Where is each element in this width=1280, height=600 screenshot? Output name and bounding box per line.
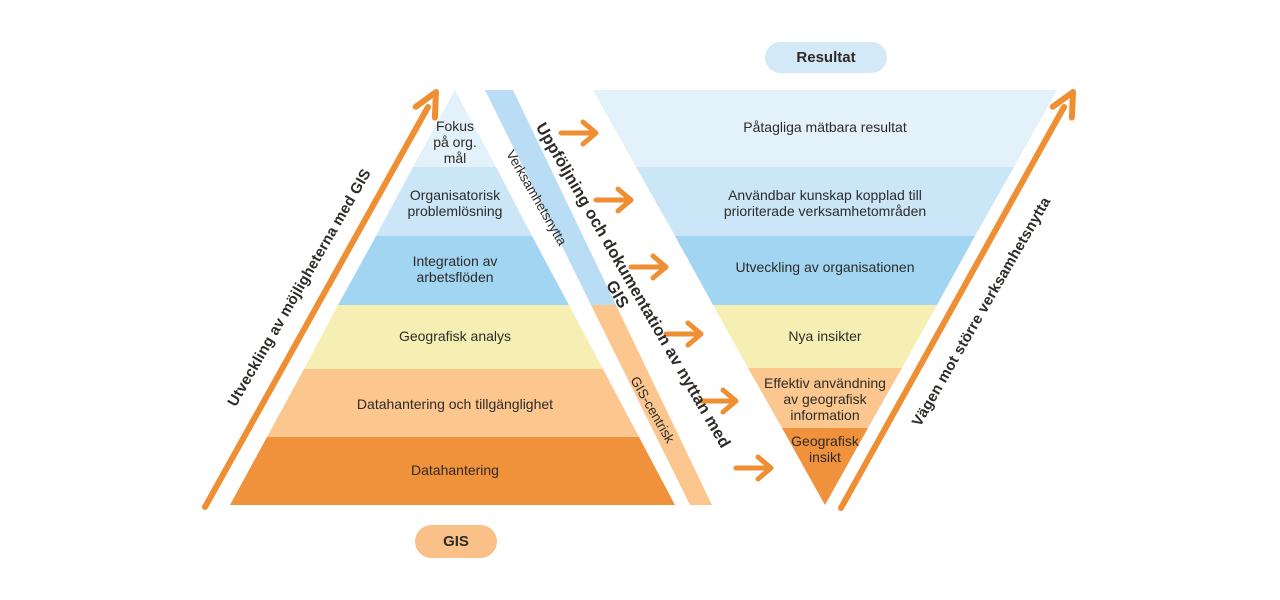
right-layer-label-3: Utveckling av organisationen bbox=[735, 259, 915, 276]
left-growth-arrowhead-icon bbox=[412, 89, 439, 121]
right-funnel-layer-2 bbox=[636, 167, 1014, 236]
gis-stripe-orange bbox=[591, 305, 712, 505]
left-pyramid-layer-2 bbox=[376, 167, 532, 236]
right-funnel-layer-1 bbox=[593, 90, 1057, 167]
left-pyramid-layer-1 bbox=[413, 90, 496, 167]
gis-stripe bbox=[485, 90, 712, 505]
flow-arrow-icon-2 bbox=[593, 186, 634, 214]
flow-arrow-icon-3 bbox=[628, 253, 669, 281]
left-pyramid bbox=[230, 90, 675, 505]
left-layer-label-6: Datahantering bbox=[411, 462, 499, 479]
right-layer-label-1: Påtagliga mätbara resultat bbox=[743, 119, 907, 136]
result-badge: Resultat bbox=[765, 42, 887, 73]
flow-arrow-icon-4 bbox=[663, 320, 704, 348]
left-layer-label-5: Datahantering och tillgänglighet bbox=[356, 396, 554, 413]
right-layer-label-2: Användbar kunskap kopplad till prioriter… bbox=[723, 187, 927, 219]
left-layer-label-4: Geografisk analys bbox=[398, 328, 512, 345]
left-layer-label-1: Fokus på org. mål bbox=[433, 118, 477, 166]
right-value-arrowhead-icon bbox=[1049, 89, 1076, 121]
left-pyramid-layer-5 bbox=[267, 369, 639, 437]
axis-arrows bbox=[202, 89, 1076, 511]
flow-arrows bbox=[558, 119, 774, 482]
right-layer-label-4: Nya insikter bbox=[788, 328, 862, 345]
gis-badge: GIS bbox=[415, 525, 497, 558]
right-layer-label-6: Geografisk insikt bbox=[791, 433, 859, 465]
right-funnel-layer-3 bbox=[675, 236, 975, 305]
left-pyramid-layer-6 bbox=[230, 437, 675, 505]
right-funnel-layer-6 bbox=[782, 428, 868, 505]
flow-arrow-icon-6 bbox=[733, 454, 774, 482]
flow-arrow-icon-5 bbox=[698, 387, 739, 415]
right-funnel-layer-4 bbox=[713, 305, 937, 368]
right-value-arrow-icon bbox=[838, 104, 1067, 511]
left-growth-arrow-icon bbox=[202, 104, 431, 510]
left-layer-label-3: Integration av arbetsflöden bbox=[412, 253, 498, 285]
left-layer-label-2: Organisatorisk problemlösning bbox=[407, 187, 503, 219]
right-funnel bbox=[593, 90, 1057, 505]
flow-arrow-icon-1 bbox=[558, 119, 599, 147]
right-layer-label-5: Effektiv användning av geografisk inform… bbox=[764, 375, 886, 423]
left-pyramid-layer-3 bbox=[338, 236, 569, 305]
gis-stripe-blue bbox=[485, 90, 616, 305]
left-pyramid-layer-4 bbox=[304, 305, 603, 369]
right-funnel-layer-5 bbox=[748, 368, 902, 428]
